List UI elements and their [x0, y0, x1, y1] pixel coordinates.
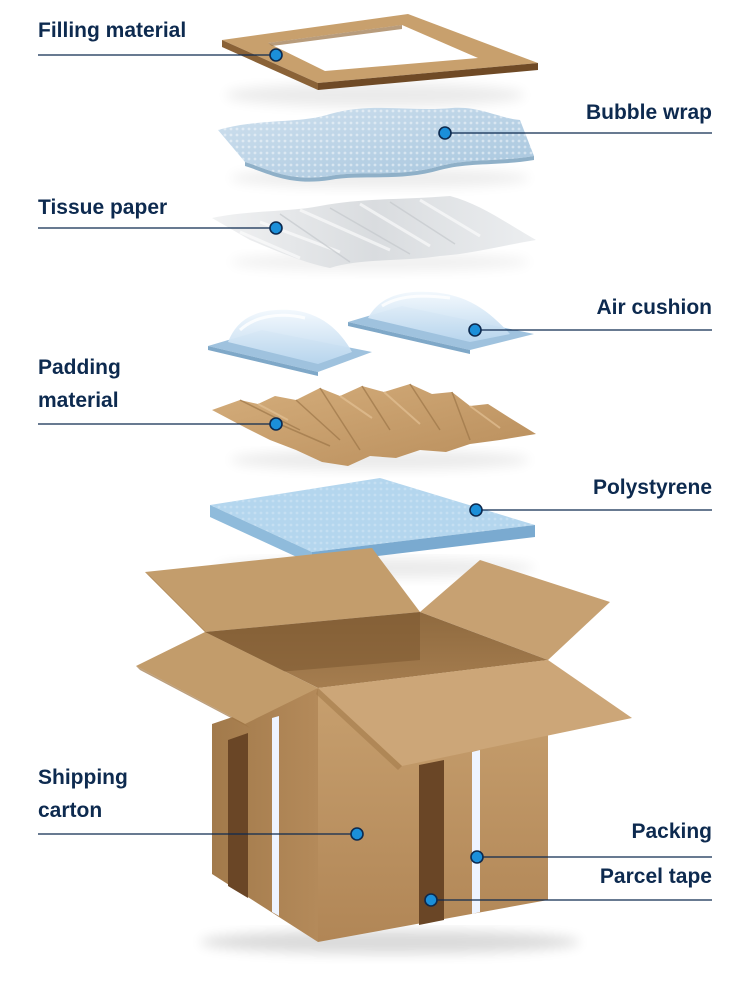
marker-parcel-tape — [424, 893, 438, 907]
air-cushion-right — [348, 291, 534, 354]
label-tissue-paper: Tissue paper — [38, 196, 168, 219]
bubble-wrap-sheet — [218, 107, 534, 188]
marker-polystyrene — [469, 503, 483, 517]
label-packing: Packing — [631, 820, 712, 843]
leader-lines — [38, 54, 712, 901]
marker-filling-material — [269, 48, 283, 62]
air-cushion-left — [208, 309, 372, 376]
marker-padding-material — [269, 417, 283, 431]
filling-material-frame — [222, 14, 538, 107]
label-padding-material-line2: material — [38, 389, 119, 412]
marker-shipping-carton — [350, 827, 364, 841]
marker-bubble-wrap — [438, 126, 452, 140]
label-polystyrene: Polystyrene — [592, 476, 712, 499]
tissue-paper-sheet — [212, 196, 536, 271]
marker-packing — [470, 850, 484, 864]
callout-markers — [269, 48, 484, 907]
label-filling-material: Filling material — [38, 19, 187, 42]
label-shipping-carton-line2: carton — [38, 799, 103, 822]
label-air-cushion: Air cushion — [596, 296, 712, 319]
label-shipping-carton-line1: Shipping — [38, 766, 128, 789]
label-parcel-tape: Parcel tape — [599, 865, 712, 888]
marker-tissue-paper — [269, 221, 283, 235]
shipping-carton-box — [136, 548, 632, 954]
padding-material-paper — [212, 383, 536, 470]
marker-air-cushion — [468, 323, 482, 337]
label-padding-material-line1: Padding — [38, 356, 121, 379]
label-bubble-wrap: Bubble wrap — [585, 101, 712, 124]
